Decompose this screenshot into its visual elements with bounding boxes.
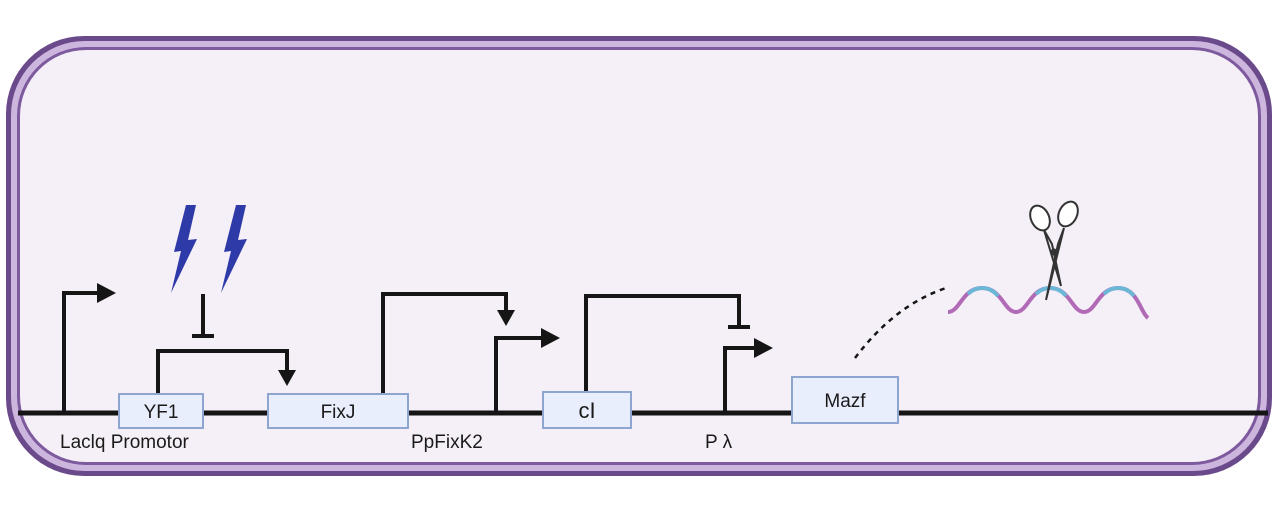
lightning-icon <box>221 205 247 293</box>
plambda-promoter-arrow <box>723 346 756 411</box>
fixj-activation-arrowhead <box>497 310 515 326</box>
laclq-promoter-label: Laclq Promotor <box>60 432 190 453</box>
scissors-icon <box>1029 200 1079 301</box>
gene-ci: cI <box>542 391 632 429</box>
fixj-activation-arrow <box>381 292 508 395</box>
laclq-promoter-arrow <box>62 291 100 411</box>
gene-yf1: YF1 <box>118 393 204 429</box>
ci-repression-arrow <box>584 294 741 395</box>
gene-fixj: FixJ <box>267 393 409 429</box>
gene-yf1-label: YF1 <box>144 402 179 423</box>
yf1-activation-arrow <box>156 349 289 395</box>
gene-ci-label: cI <box>578 398 595 423</box>
gene-mazf: Mazf <box>791 376 899 424</box>
ppfixk2-label: PpFixK2 <box>411 432 483 453</box>
yf1-activation-arrowhead <box>278 370 296 386</box>
plambda-arrowhead <box>754 338 773 358</box>
ppfixk2-arrowhead <box>541 328 560 348</box>
lightning-icon <box>171 205 197 293</box>
ppfixk2-promoter-arrow <box>494 336 544 411</box>
laclq-arrowhead <box>97 283 116 303</box>
gene-fixj-label: FixJ <box>321 402 356 423</box>
cell-membrane <box>6 36 1272 476</box>
mazf-connector <box>854 286 947 359</box>
plambda-label: P λ <box>705 432 733 453</box>
gene-mazf-label: Mazf <box>824 391 866 412</box>
